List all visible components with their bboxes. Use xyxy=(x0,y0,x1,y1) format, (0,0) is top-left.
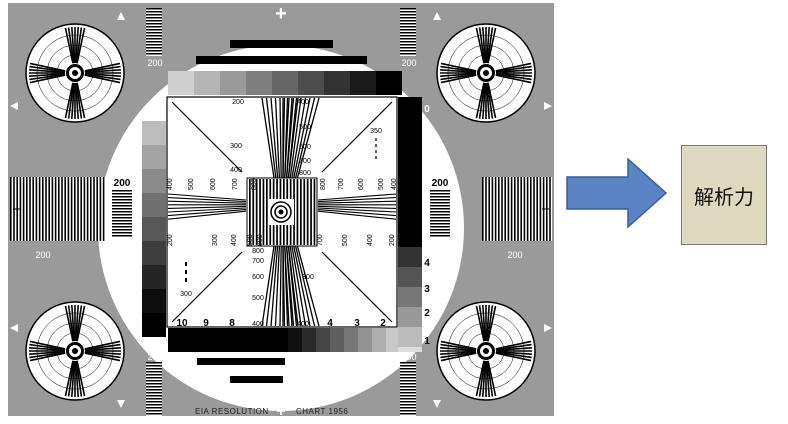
svg-text:700: 700 xyxy=(338,178,345,190)
ladder-mid-left xyxy=(112,190,132,237)
right-scale-numbers: 0 9 8 7 6 5 4 3 2 1 xyxy=(424,104,430,347)
svg-text:800: 800 xyxy=(299,170,311,177)
top-bar-1 xyxy=(230,40,333,48)
svg-text:400: 400 xyxy=(167,178,174,190)
svg-text:600: 600 xyxy=(210,178,217,190)
svg-text:500: 500 xyxy=(188,178,195,190)
svg-text:2: 2 xyxy=(380,318,386,329)
svg-text:300: 300 xyxy=(180,291,192,298)
svg-text:7: 7 xyxy=(424,181,430,192)
svg-text:600: 600 xyxy=(252,274,264,281)
svg-text:500: 500 xyxy=(252,295,264,302)
left-side-stripes xyxy=(10,177,106,241)
eia-resolution-chart: + 200 200 200 200 200 200 200 200 200 30… xyxy=(8,3,554,420)
center-target xyxy=(270,201,292,223)
svg-text:600: 600 xyxy=(299,144,311,151)
label-200-tr: 200 xyxy=(401,58,416,68)
svg-text:500: 500 xyxy=(299,124,311,131)
svg-text:400: 400 xyxy=(252,321,264,328)
svg-text:600: 600 xyxy=(358,178,365,190)
svg-text:200: 200 xyxy=(167,234,174,246)
bottom-grayscale-strip xyxy=(168,328,400,352)
corner-target-br xyxy=(436,301,536,401)
svg-text:800: 800 xyxy=(320,178,327,190)
horizontal-wedge-left xyxy=(167,193,247,220)
label-200-mr: 200 xyxy=(507,250,522,260)
label-200-ml-black: 200 xyxy=(114,178,131,189)
footer-plus: + xyxy=(276,403,285,420)
triangle-markers xyxy=(10,12,552,408)
svg-text:800: 800 xyxy=(252,248,264,255)
right-arrow-icon xyxy=(566,157,668,229)
svg-text:8: 8 xyxy=(229,318,235,329)
label-200-ml: 200 xyxy=(35,250,50,260)
svg-text:4: 4 xyxy=(424,258,430,269)
svg-text:3: 3 xyxy=(354,318,360,329)
top-plus: + xyxy=(275,3,287,25)
svg-text:9: 9 xyxy=(203,318,209,329)
inner-labels: 200 300 400 400 500 600 700 800 350 800 … xyxy=(180,99,382,328)
svg-text:400: 400 xyxy=(367,234,374,246)
label-200-bl: 200 xyxy=(147,352,162,362)
label-200-br: 200 xyxy=(401,352,416,362)
svg-text:700: 700 xyxy=(252,258,264,265)
bottom-bar-1 xyxy=(197,358,285,365)
top-bar-2 xyxy=(196,56,367,64)
svg-text:0: 0 xyxy=(424,104,430,115)
ladder-top-left xyxy=(146,8,162,56)
svg-text:500: 500 xyxy=(342,234,349,246)
footer-right: CHART 1956 xyxy=(296,407,348,416)
svg-text:500: 500 xyxy=(247,234,254,246)
ladder-bottom-left xyxy=(146,362,162,416)
svg-text:700: 700 xyxy=(317,234,324,246)
svg-text:400: 400 xyxy=(297,321,309,328)
resolution-label-text: 解析力 xyxy=(694,184,754,209)
corner-target-tl xyxy=(25,23,125,123)
svg-text:6: 6 xyxy=(424,207,430,218)
svg-text:9: 9 xyxy=(424,129,430,140)
label-200-mr-black: 200 xyxy=(432,178,449,189)
top-grayscale-strip xyxy=(168,71,402,95)
svg-text:3: 3 xyxy=(424,284,430,295)
svg-text:4: 4 xyxy=(327,318,333,329)
svg-text:8: 8 xyxy=(424,155,430,166)
svg-text:5: 5 xyxy=(424,234,430,245)
diagonal-lines xyxy=(171,101,393,323)
label-200-tl: 200 xyxy=(147,58,162,68)
svg-text:700: 700 xyxy=(232,178,239,190)
svg-text:400: 400 xyxy=(297,99,309,106)
svg-text:1: 1 xyxy=(424,336,430,347)
horizontal-wedge-right xyxy=(317,193,397,220)
svg-text:300: 300 xyxy=(302,274,314,281)
svg-text:200: 200 xyxy=(389,234,396,246)
vertical-wedge-bottom xyxy=(261,245,320,327)
ladder-bottom-right xyxy=(400,362,416,416)
resolution-label-box: 解析力 xyxy=(681,145,767,245)
svg-text:800: 800 xyxy=(251,178,258,190)
vertical-wedge-top xyxy=(261,97,320,179)
corner-target-tr xyxy=(436,23,536,123)
svg-text:600: 600 xyxy=(257,234,264,246)
corner-target-bl xyxy=(25,301,125,401)
bottom-scale-numbers: 10 9 8 4 3 2 xyxy=(176,318,386,329)
svg-text:10: 10 xyxy=(176,318,188,329)
svg-text:700: 700 xyxy=(299,158,311,165)
svg-text:400: 400 xyxy=(230,167,242,174)
svg-text:200: 200 xyxy=(232,99,244,106)
svg-text:400: 400 xyxy=(231,234,238,246)
svg-text:350: 350 xyxy=(370,128,382,135)
left-grayscale-column xyxy=(142,121,166,337)
ladder-mid-right xyxy=(430,190,450,237)
svg-text:300: 300 xyxy=(230,143,242,150)
svg-text:500: 500 xyxy=(378,178,385,190)
bottom-bar-2 xyxy=(230,376,283,383)
ladder-top-right xyxy=(400,8,416,56)
svg-text:400: 400 xyxy=(391,178,398,190)
right-side-stripes xyxy=(482,177,552,241)
footer-left: EIA RESOLUTION xyxy=(195,407,269,416)
right-scale-column xyxy=(398,97,422,352)
svg-text:300: 300 xyxy=(212,234,219,246)
svg-text:2: 2 xyxy=(424,308,430,319)
